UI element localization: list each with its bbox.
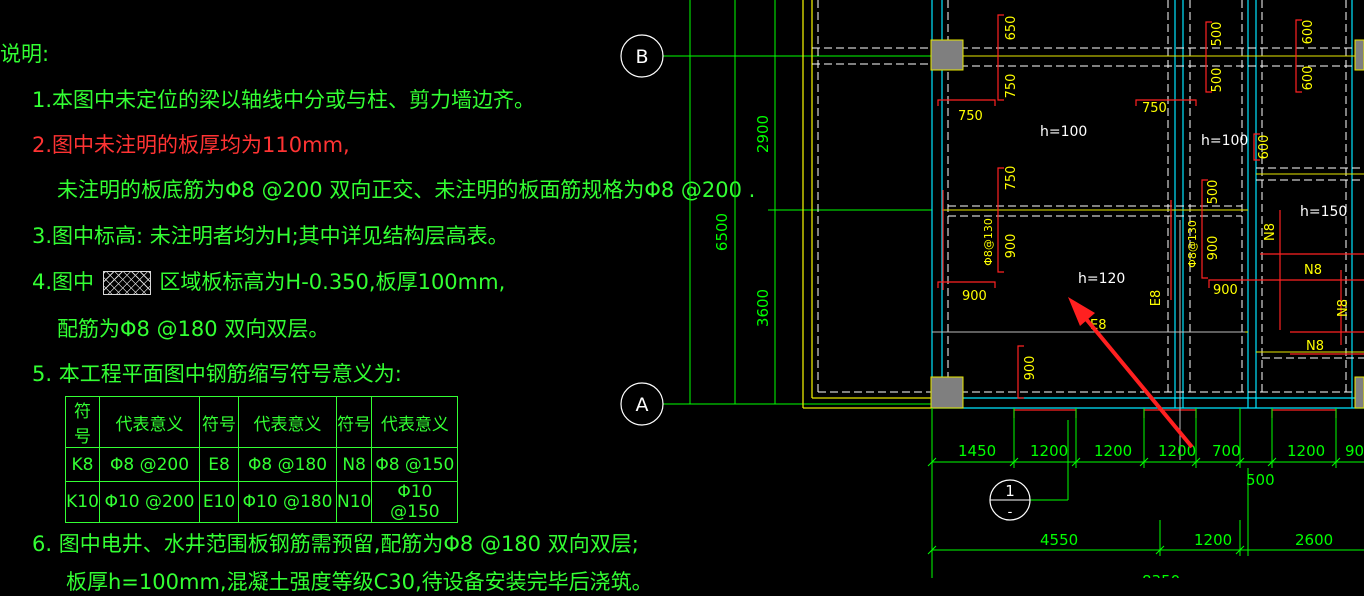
slab-thickness-label: h=100 [1201, 133, 1248, 149]
hatch-legend-icon [102, 271, 151, 295]
dim-value: 8350 [1142, 572, 1180, 578]
note-2b: 未注明的板底筋为Φ8 @200 双向正交、未注明的板面筋规格为Φ8 @200 . [57, 178, 756, 202]
note-6: 6. 图中电井、水井范围板钢筋需预留,配筋为Φ8 @180 双向双层; [32, 532, 639, 556]
outer-walls [802, 0, 932, 409]
table-cell: N8 [335, 447, 373, 482]
dim-value: 1200 [1287, 442, 1325, 460]
table-cell: E8 [199, 447, 239, 482]
table-cell: Φ10 @150 [371, 481, 459, 523]
annotation-arrow [1068, 297, 1194, 449]
slab-thickness-label: h=100 [1040, 124, 1087, 140]
note-2: 2.图中未注明的板厚均为110mm, [32, 133, 350, 157]
rebar-marks [937, 14, 1364, 418]
rebar-len-600: 600 [1257, 135, 1272, 160]
dim-value: 4550 [1040, 531, 1078, 549]
rebar-len-650: 650 [1004, 16, 1019, 41]
note-4: 4.图中 区域板标高为H-0.350,板厚100mm, [32, 266, 505, 296]
rebar-code: N8 [1304, 263, 1322, 278]
table-header-cell: 代表意义 [371, 396, 459, 448]
table-cell: Φ10 @200 [99, 481, 200, 523]
column[interactable] [1354, 376, 1364, 409]
note-4b: 配筋为Φ8 @180 双向双层。 [57, 317, 330, 341]
cad-drawing-canvas[interactable]: B A 6500 2900 3600 [0, 0, 1364, 578]
table-header-cell: 代表意义 [99, 396, 200, 448]
rebar-code: N8 [1306, 339, 1324, 354]
note-3: 3.图中标高: 未注明者均为H;其中详见结构层高表。 [32, 224, 509, 248]
slab-thickness-label: h=120 [1078, 271, 1125, 287]
rebar-len-900: 900 [1004, 234, 1019, 259]
dim-2900: 2900 [754, 115, 772, 153]
table-cell: Φ8 @180 [238, 447, 337, 482]
table-cell: E10 [199, 481, 239, 523]
rebar-len-750: 750 [958, 109, 983, 124]
section-number: 1 [1005, 482, 1015, 500]
note-1: 1.本图中未定位的梁以轴线中分或与柱、剪力墙边齐。 [32, 88, 536, 112]
dim-value: 700 [1212, 442, 1241, 460]
beam-dash-lines [947, 0, 1364, 393]
dim-value: 1200 [1094, 442, 1132, 460]
dim-value: 1200 [1030, 442, 1068, 460]
design-notes: 说明: 1.本图中未定位的梁以轴线中分或与柱、剪力墙边齐。 2.图中未注明的板厚… [0, 0, 755, 594]
dimension-lines [927, 408, 1364, 578]
beam-lines [931, 0, 1364, 409]
axis-lines [663, 0, 932, 405]
dim-value: 1200 [1194, 531, 1232, 549]
slab-thickness-label: h=150 [1300, 204, 1347, 220]
dim-6500: 6500 [713, 213, 731, 251]
rebar-code: N8 [1336, 299, 1351, 317]
rebar-len-600: 600 [1301, 20, 1316, 45]
note-4-prefix: 4.图中 [32, 270, 95, 294]
rebar-spec: Φ8@130 [982, 218, 995, 266]
dim-value: 900 [1345, 442, 1364, 460]
rebar-len-500: 500 [1210, 22, 1225, 47]
extension-lines [932, 220, 1245, 460]
rebar-len-900: 900 [962, 289, 987, 304]
dim-value: 1200 [1158, 442, 1196, 460]
rebar-len-500: 500 [1210, 68, 1225, 93]
column[interactable] [1354, 39, 1364, 71]
dimension-texts: 1450 1200 1200 1200 700 1200 900 500 455… [958, 442, 1364, 578]
table-cell: N10 [335, 481, 373, 523]
table-cell: Φ10 @180 [238, 481, 337, 523]
rebar-len-750: 750 [1004, 74, 1019, 99]
axis-bubble-b[interactable] [620, 34, 664, 78]
column[interactable] [930, 376, 964, 409]
notes-title: 说明: [0, 42, 50, 66]
table-cell: Φ8 @150 [371, 447, 459, 482]
rebar-labels: 650 750 500 500 600 600 750 750 600 750 … [958, 16, 1351, 381]
table-header-cell: 符号 [199, 396, 239, 448]
column[interactable] [930, 39, 964, 71]
axis-label-a: A [636, 394, 649, 416]
rebar-len-750: 750 [1142, 101, 1167, 116]
table-cell: K10 [65, 481, 100, 523]
rebar-len-900: 900 [1206, 236, 1221, 261]
section-sheet: - [1008, 505, 1013, 520]
axis-bubble-a[interactable] [620, 382, 664, 426]
rebar-len-750: 750 [1004, 166, 1019, 191]
dim-3600: 3600 [754, 289, 772, 327]
wall-dash-lines [812, 0, 932, 393]
rebar-len-600: 600 [1301, 66, 1316, 91]
rebar-code: E8 [1149, 290, 1164, 307]
slab-labels: h=100 h=100 h=120 h=150 [1040, 124, 1347, 287]
note-5: 5. 本工程平面图中钢筋缩写符号意义为: [32, 362, 402, 386]
dim-value: 2600 [1295, 531, 1333, 549]
table-header-cell: 符号 [335, 396, 373, 448]
rebar-spec: Φ8@130 [1186, 220, 1199, 268]
rebar-len-500: 500 [1206, 180, 1221, 205]
table-row: K10 Φ10 @200 E10 Φ10 @180 N10 Φ10 @150 [65, 481, 459, 523]
axis-label-b: B [635, 46, 648, 68]
note-4-suffix: 区域板标高为H-0.350,板厚100mm, [159, 270, 506, 294]
dim-value: 500 [1246, 471, 1275, 489]
rebar-len-900: 900 [1023, 356, 1038, 381]
rebar-len-900: 900 [1213, 283, 1238, 298]
rebar-code: N8 [1263, 223, 1278, 241]
dim-value: 1450 [958, 442, 996, 460]
rebar-abbreviation-table: 符号 代表意义 符号 代表意义 符号 代表意义 K8 Φ8 @200 E8 Φ8… [65, 396, 459, 523]
